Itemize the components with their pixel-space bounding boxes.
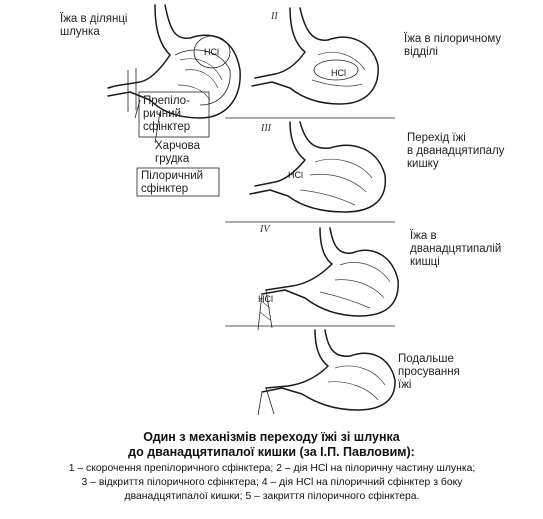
- panel-4-hcl-label: HCl: [258, 294, 273, 304]
- caption-body-line-2: 3 – відкриття пілоричного сфінктера; 4 –…: [6, 476, 538, 490]
- label-line: просування: [398, 366, 460, 379]
- roman-3: III: [261, 123, 271, 134]
- caption-body-line-3: дванадцятипалої кишки; 5 – закриття піло…: [6, 490, 538, 504]
- label-line: грудка: [155, 153, 200, 166]
- label-pyloric-sphincter: Пілоричний сфінктер: [141, 170, 203, 196]
- caption-body-line-1: 1 – скорочення препілоричного сфінктера;…: [6, 462, 538, 476]
- label-line: Перехід їжі: [407, 132, 504, 145]
- label-line: Їжа в ділянці: [60, 13, 127, 26]
- panel-3-hcl-label: HCl: [288, 170, 303, 180]
- label-line: їжі: [398, 379, 460, 392]
- label-line: ричний: [143, 108, 190, 121]
- caption-title-line-1: Один з механізмів переходу їжі зі шлунка: [0, 430, 543, 445]
- roman-4: IV: [260, 224, 269, 235]
- label-line: Харчова: [155, 140, 200, 153]
- label-food-in-stomach: Їжа в ділянці шлунка: [60, 13, 127, 39]
- panel-2-hcl-label: HCl: [331, 68, 346, 78]
- label-food-bolus: Харчова грудка: [155, 140, 200, 166]
- label-stage-2: Їжа в пілоричному відділі: [404, 33, 501, 59]
- label-line: в дванадцятипалу: [407, 145, 504, 158]
- label-prepyloric-sphincter: Препіло- ричний сфінктер: [143, 95, 190, 134]
- label-stage-3: Перехід їжі в дванадцятипалу кишку: [407, 132, 504, 171]
- panel-5-stomach: [258, 330, 395, 415]
- label-stage-5: Подальше просування їжі: [398, 353, 460, 392]
- panel-1-hcl-label: HCl: [204, 47, 219, 57]
- label-line: сфінктер: [143, 121, 190, 134]
- label-line: Пілоричний: [141, 170, 203, 183]
- label-line: Препіло-: [143, 95, 190, 108]
- label-line: Їжа в: [410, 230, 501, 243]
- label-line: кишці: [410, 256, 501, 269]
- caption-title-line-2: до дванадцятипалої кишки (за І.П. Павлов…: [0, 445, 543, 460]
- label-stage-4: Їжа в дванадцятипалій кишці: [410, 230, 501, 269]
- label-line: шлунка: [60, 26, 127, 39]
- label-line: Їжа в пілоричному: [404, 33, 501, 46]
- panel-3-stomach: HCl: [250, 122, 385, 212]
- label-line: Подальше: [398, 353, 460, 366]
- panel-2-stomach: HCl: [252, 8, 378, 104]
- roman-2: II: [271, 11, 278, 22]
- label-line: сфінктер: [141, 183, 203, 196]
- label-line: дванадцятипалій: [410, 243, 501, 256]
- label-line: кишку: [407, 158, 504, 171]
- label-line: відділі: [404, 46, 501, 59]
- panel-4-stomach: HCl: [258, 228, 398, 330]
